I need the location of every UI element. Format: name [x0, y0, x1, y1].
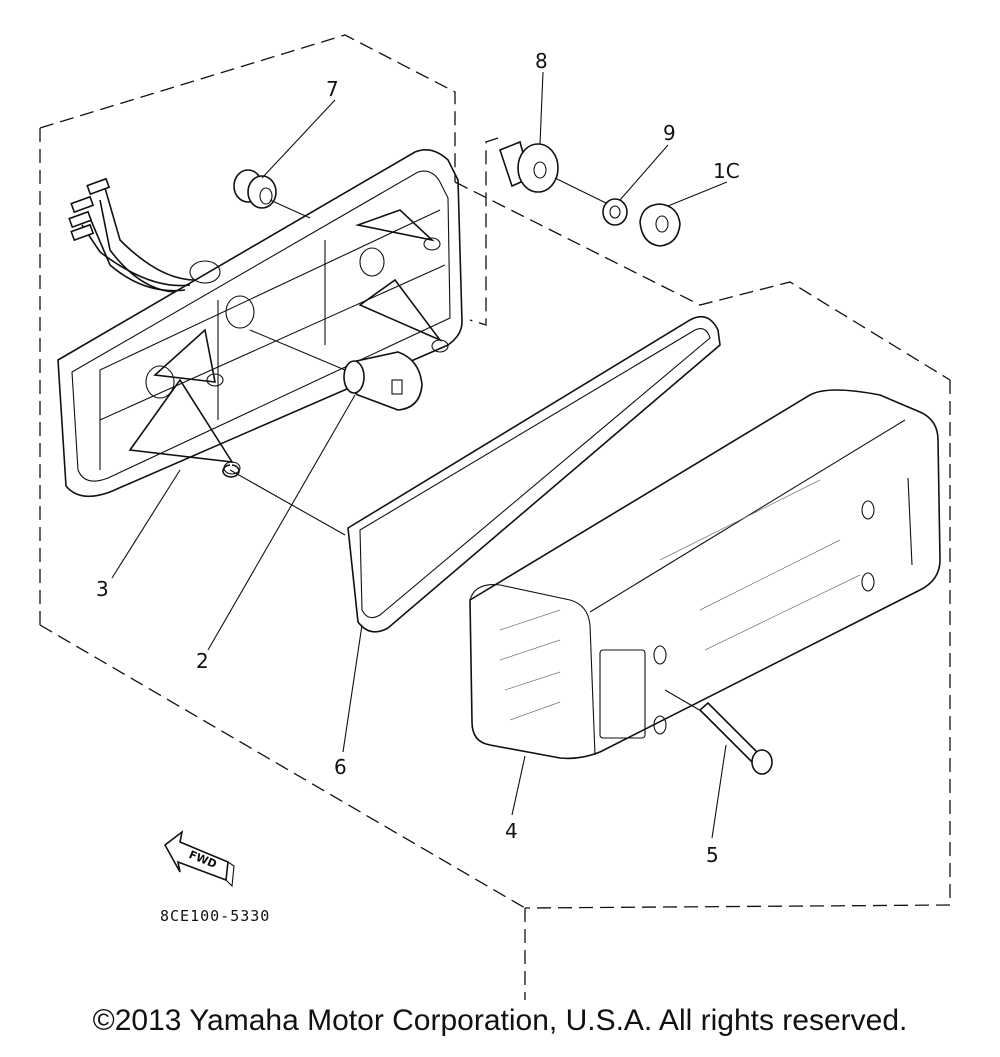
callout-5: 5: [706, 843, 719, 867]
callout-2: 2: [196, 649, 209, 673]
callout-8: 8: [535, 49, 548, 73]
screw: [664, 689, 773, 775]
leader-lines: [111, 71, 728, 839]
rear-housing: [57, 149, 463, 498]
callout-9: 9: [663, 121, 676, 145]
callout-6: 6: [334, 755, 347, 779]
callout-7: 7: [326, 77, 339, 101]
gasket: [229, 315, 721, 633]
grommet: [233, 169, 311, 219]
callouts: 2 3 4 5 6 7 8 9 1C: [96, 49, 740, 867]
callout-3: 3: [96, 577, 109, 601]
parts-diagram: 2 3 4 5 6 7 8 9 1C FWD 8CE100-5330: [39, 34, 951, 1000]
lens: [469, 389, 941, 760]
mounting-hardware: [499, 140, 681, 247]
assembly-boundary: [39, 34, 951, 1000]
callout-4: 4: [505, 819, 518, 843]
copyright-notice: ©2013 Yamaha Motor Corporation, U.S.A. A…: [92, 1004, 908, 1037]
callout-10: 1C: [713, 159, 740, 183]
drawing-code: 8CE100-5330: [160, 907, 270, 925]
forward-arrow-icon: FWD: [163, 830, 235, 888]
bulb: [249, 329, 423, 411]
